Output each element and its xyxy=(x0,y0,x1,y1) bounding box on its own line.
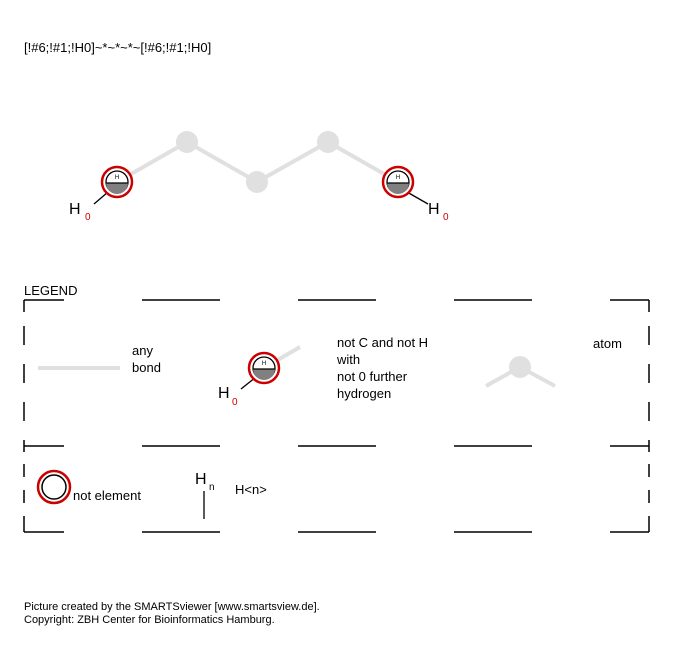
legend-atom-description: not C and not H with not 0 further hydro… xyxy=(337,334,428,402)
legend-not-element-label: not element xyxy=(73,488,141,503)
h-count-right: 0 xyxy=(443,212,449,223)
footer-line: Picture created by the SMARTSviewer [www… xyxy=(24,601,320,613)
h-label-left: H xyxy=(69,201,81,218)
legend-atom-label: atom xyxy=(593,336,622,351)
atom-h-mini-label: H xyxy=(115,175,119,181)
legend-generic-atom xyxy=(485,356,556,388)
legend-atom-description-line: not C and not H xyxy=(337,335,429,350)
legend-atom-description-line: hydrogen xyxy=(337,386,392,401)
legend-hn-symbol: H xyxy=(195,471,207,488)
legend-not-element-icon xyxy=(36,469,72,505)
atom-node-1: H xyxy=(93,165,134,205)
legend-h-count: 0 xyxy=(232,397,238,408)
legend-any-bond-line: bond xyxy=(132,360,161,375)
legend-atom-sample: H xyxy=(240,345,302,390)
h-bond-left xyxy=(93,191,109,205)
smarts-pattern: [!#6;!#1;!H0]~*~*~*~[!#6;!#1;!H0] xyxy=(24,40,212,55)
atom-h-mini-label: H xyxy=(396,175,400,181)
legend-hn-label: H<n> xyxy=(235,482,267,497)
atom-node-3 xyxy=(246,171,268,193)
footer-credit: Picture created by the SMARTSviewer [www… xyxy=(24,601,320,627)
footer-line: Copyright: ZBH Center for Bioinformatics… xyxy=(24,614,275,626)
legend-any-bond-text: any bond xyxy=(132,342,161,376)
bond-3 xyxy=(256,140,329,184)
molecule: H H 0 H H 0 xyxy=(69,131,449,223)
atom-h-mini-label: H xyxy=(262,361,266,367)
legend-frame xyxy=(23,299,650,533)
atom-node-5: H xyxy=(381,165,429,205)
legend-h-label: H xyxy=(218,385,230,402)
bond-2 xyxy=(186,140,258,184)
atom-node-4 xyxy=(317,131,339,153)
legend-title: LEGEND xyxy=(24,283,78,298)
legend-atom-description-line: not 0 further xyxy=(337,369,408,384)
h-label-right: H xyxy=(428,201,440,218)
h-bond-right xyxy=(406,191,429,205)
legend-atom-description-line: with xyxy=(337,352,361,367)
legend-hn-subscript: n xyxy=(209,482,215,493)
legend-any-bond-line: any xyxy=(132,343,153,358)
atom-node-2 xyxy=(176,131,198,153)
h-count-left: 0 xyxy=(85,212,91,223)
